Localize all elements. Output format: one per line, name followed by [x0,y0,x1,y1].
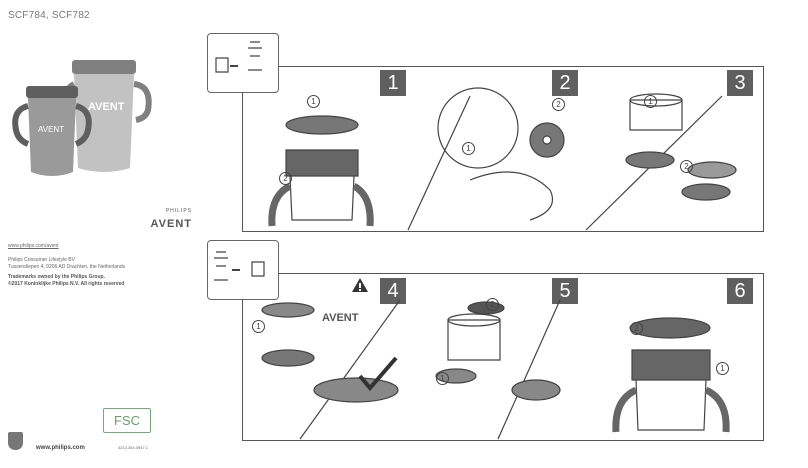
footer-url[interactable]: www.philips.com [36,445,85,451]
step-number-5: 5 [552,278,578,304]
callout-2-step1: 2 [279,172,292,185]
svg-text:AVENT: AVENT [38,125,64,134]
trademark-text: Trademarks owned by the Philips Group. [8,274,105,280]
step4-avent-label: AVENT [322,312,359,324]
svg-text:AVENT: AVENT [88,101,125,113]
callout-2-step6: 2 [630,322,643,335]
step-number-3: 3 [727,70,753,96]
avent-wordmark: AVENT [150,218,192,230]
philips-wordmark: PHILIPS [165,208,192,214]
legal-block: Trademarks owned by the Philips Group. ©… [8,274,124,288]
callout-1-step6: 1 [716,362,729,375]
company-address: Tussendiepen 4, 9206 AD Drachten, the Ne… [8,264,126,270]
panel-assembly [242,273,764,441]
brand-logo: PHILIPS AVENT [112,208,192,232]
large-cup-graphic: AVENT [63,60,152,172]
step-number-1: 1 [380,70,406,96]
small-cup-graphic: AVENT [12,86,92,176]
callout-1-step5: 1 [436,372,449,385]
callout-1-step1: 1 [307,95,320,108]
callout-2-step5: 2 [486,298,499,311]
callout-2-step3: 2 [680,160,693,173]
step-number-2: 2 [552,70,578,96]
disassembly-overview-box [207,33,279,93]
copyright-text: ©2017 Koninklijke Philips N.V. All right… [8,281,125,287]
document-code: 4213.354.3947.1 [118,445,149,450]
callout-1-step4: 1 [252,320,265,333]
step-number-6: 6 [727,278,753,304]
panel-disassembly [242,66,764,232]
assembly-overview-box [207,240,279,300]
callout-1-step3: 1 [644,95,657,108]
callout-2-step2: 2 [552,98,565,111]
philips-shield-icon [8,432,23,450]
company-name: Philips Consumer Lifestyle BV [8,257,75,263]
fsc-badge: FSC [103,408,151,433]
callout-1-step2: 1 [462,142,475,155]
website-link[interactable]: www.philips.com/avent [8,243,59,249]
address-block: Philips Consumer Lifestyle BV Tussendiep… [8,257,125,271]
model-numbers: SCF784, SCF782 [8,10,90,21]
step-number-4: 4 [380,278,406,304]
